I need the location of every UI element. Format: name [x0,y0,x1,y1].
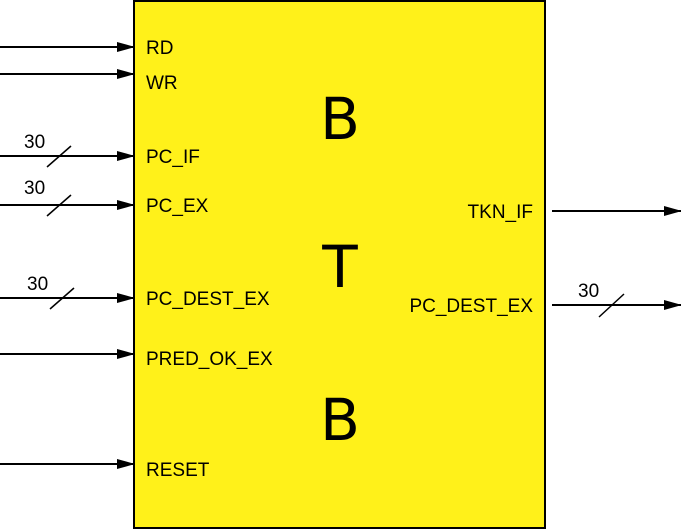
block-letter-b-bottom: B [320,386,360,454]
output-label-tkn-if: TKN_IF [468,202,533,223]
input-label-wr: WR [146,73,178,94]
output-label-pc-dest-ex: PC_DEST_EX [409,296,533,317]
input-label-reset: RESET [146,460,210,481]
bus-slash-pc-if [46,145,72,168]
bus-slash-pc-dest-ex-out [598,293,625,318]
input-label-pc-dest-ex: PC_DEST_EX [146,289,270,310]
bus-slash-pc-dest-ex-in [49,287,75,310]
bus-width-pc-ex: 30 [24,178,45,199]
input-label-rd: RD [146,38,173,59]
input-label-pred-ok-ex: PRED_OK_EX [146,349,273,370]
input-label-pc-ex: PC_EX [146,196,209,217]
block-letter-t: T [321,233,358,301]
block-letter-b-top: B [320,85,360,153]
bus-width-pc-dest-ex-in: 30 [27,274,48,295]
bus-width-pc-dest-ex-out: 30 [578,281,599,302]
input-label-pc-if: PC_IF [146,147,200,168]
bus-slash-pc-ex [46,194,72,217]
bus-width-pc-if: 30 [24,132,45,153]
btb-block [133,0,546,529]
